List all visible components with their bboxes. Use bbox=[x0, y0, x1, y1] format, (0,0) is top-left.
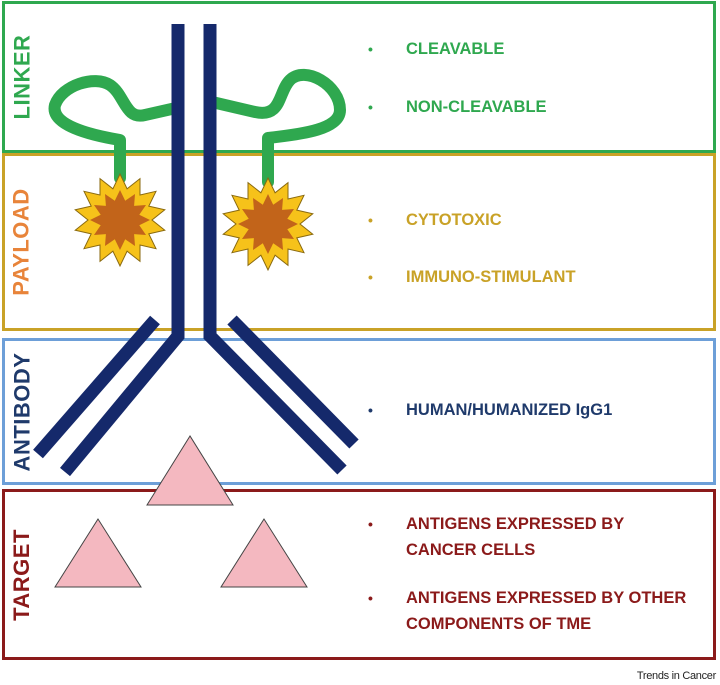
antibody-light-chain-right bbox=[227, 315, 359, 449]
antibody-heavy-chain-right bbox=[203, 24, 347, 475]
antigen-triangle-top bbox=[146, 435, 234, 506]
linker-bullet-cleavable: •CLEAVABLE bbox=[368, 40, 505, 58]
linker-bullets: •CLEAVABLE •NON-CLEAVABLE bbox=[362, 36, 547, 120]
antibody-light-chain-left bbox=[33, 315, 160, 459]
payload-bullet-cytotoxic: •CYTOTOXIC bbox=[368, 211, 502, 229]
linker-right bbox=[206, 68, 346, 188]
linker-section bbox=[2, 1, 716, 153]
payload-starburst-right bbox=[222, 176, 314, 272]
payload-bullet-immunostimulant: •IMMUNO-STIMULANT bbox=[368, 268, 576, 286]
linker-left bbox=[48, 75, 182, 184]
target-bullets: •ANTIGENS EXPRESSED BY CANCER CELLS •ANT… bbox=[362, 511, 692, 637]
journal-credit: Trends in Cancer bbox=[636, 670, 716, 682]
antigen-triangle-left bbox=[54, 518, 142, 588]
antibody-bullets: •HUMAN/HUMANIZED IgG1 bbox=[362, 397, 612, 423]
antigen-triangle-right bbox=[220, 518, 308, 588]
antibody-bullet-igg1: •HUMAN/HUMANIZED IgG1 bbox=[368, 401, 613, 419]
target-bullet-tme: •ANTIGENS EXPRESSED BY OTHER COMPONENTS … bbox=[368, 589, 687, 633]
payload-bullets: •CYTOTOXIC •IMMUNO-STIMULANT bbox=[362, 207, 576, 290]
payload-starburst-left bbox=[74, 172, 166, 268]
linker-bullet-non-cleavable: •NON-CLEAVABLE bbox=[368, 98, 547, 116]
antibody-heavy-chain-left bbox=[60, 24, 185, 477]
target-bullet-cancer-cells: •ANTIGENS EXPRESSED BY CANCER CELLS bbox=[368, 515, 624, 559]
